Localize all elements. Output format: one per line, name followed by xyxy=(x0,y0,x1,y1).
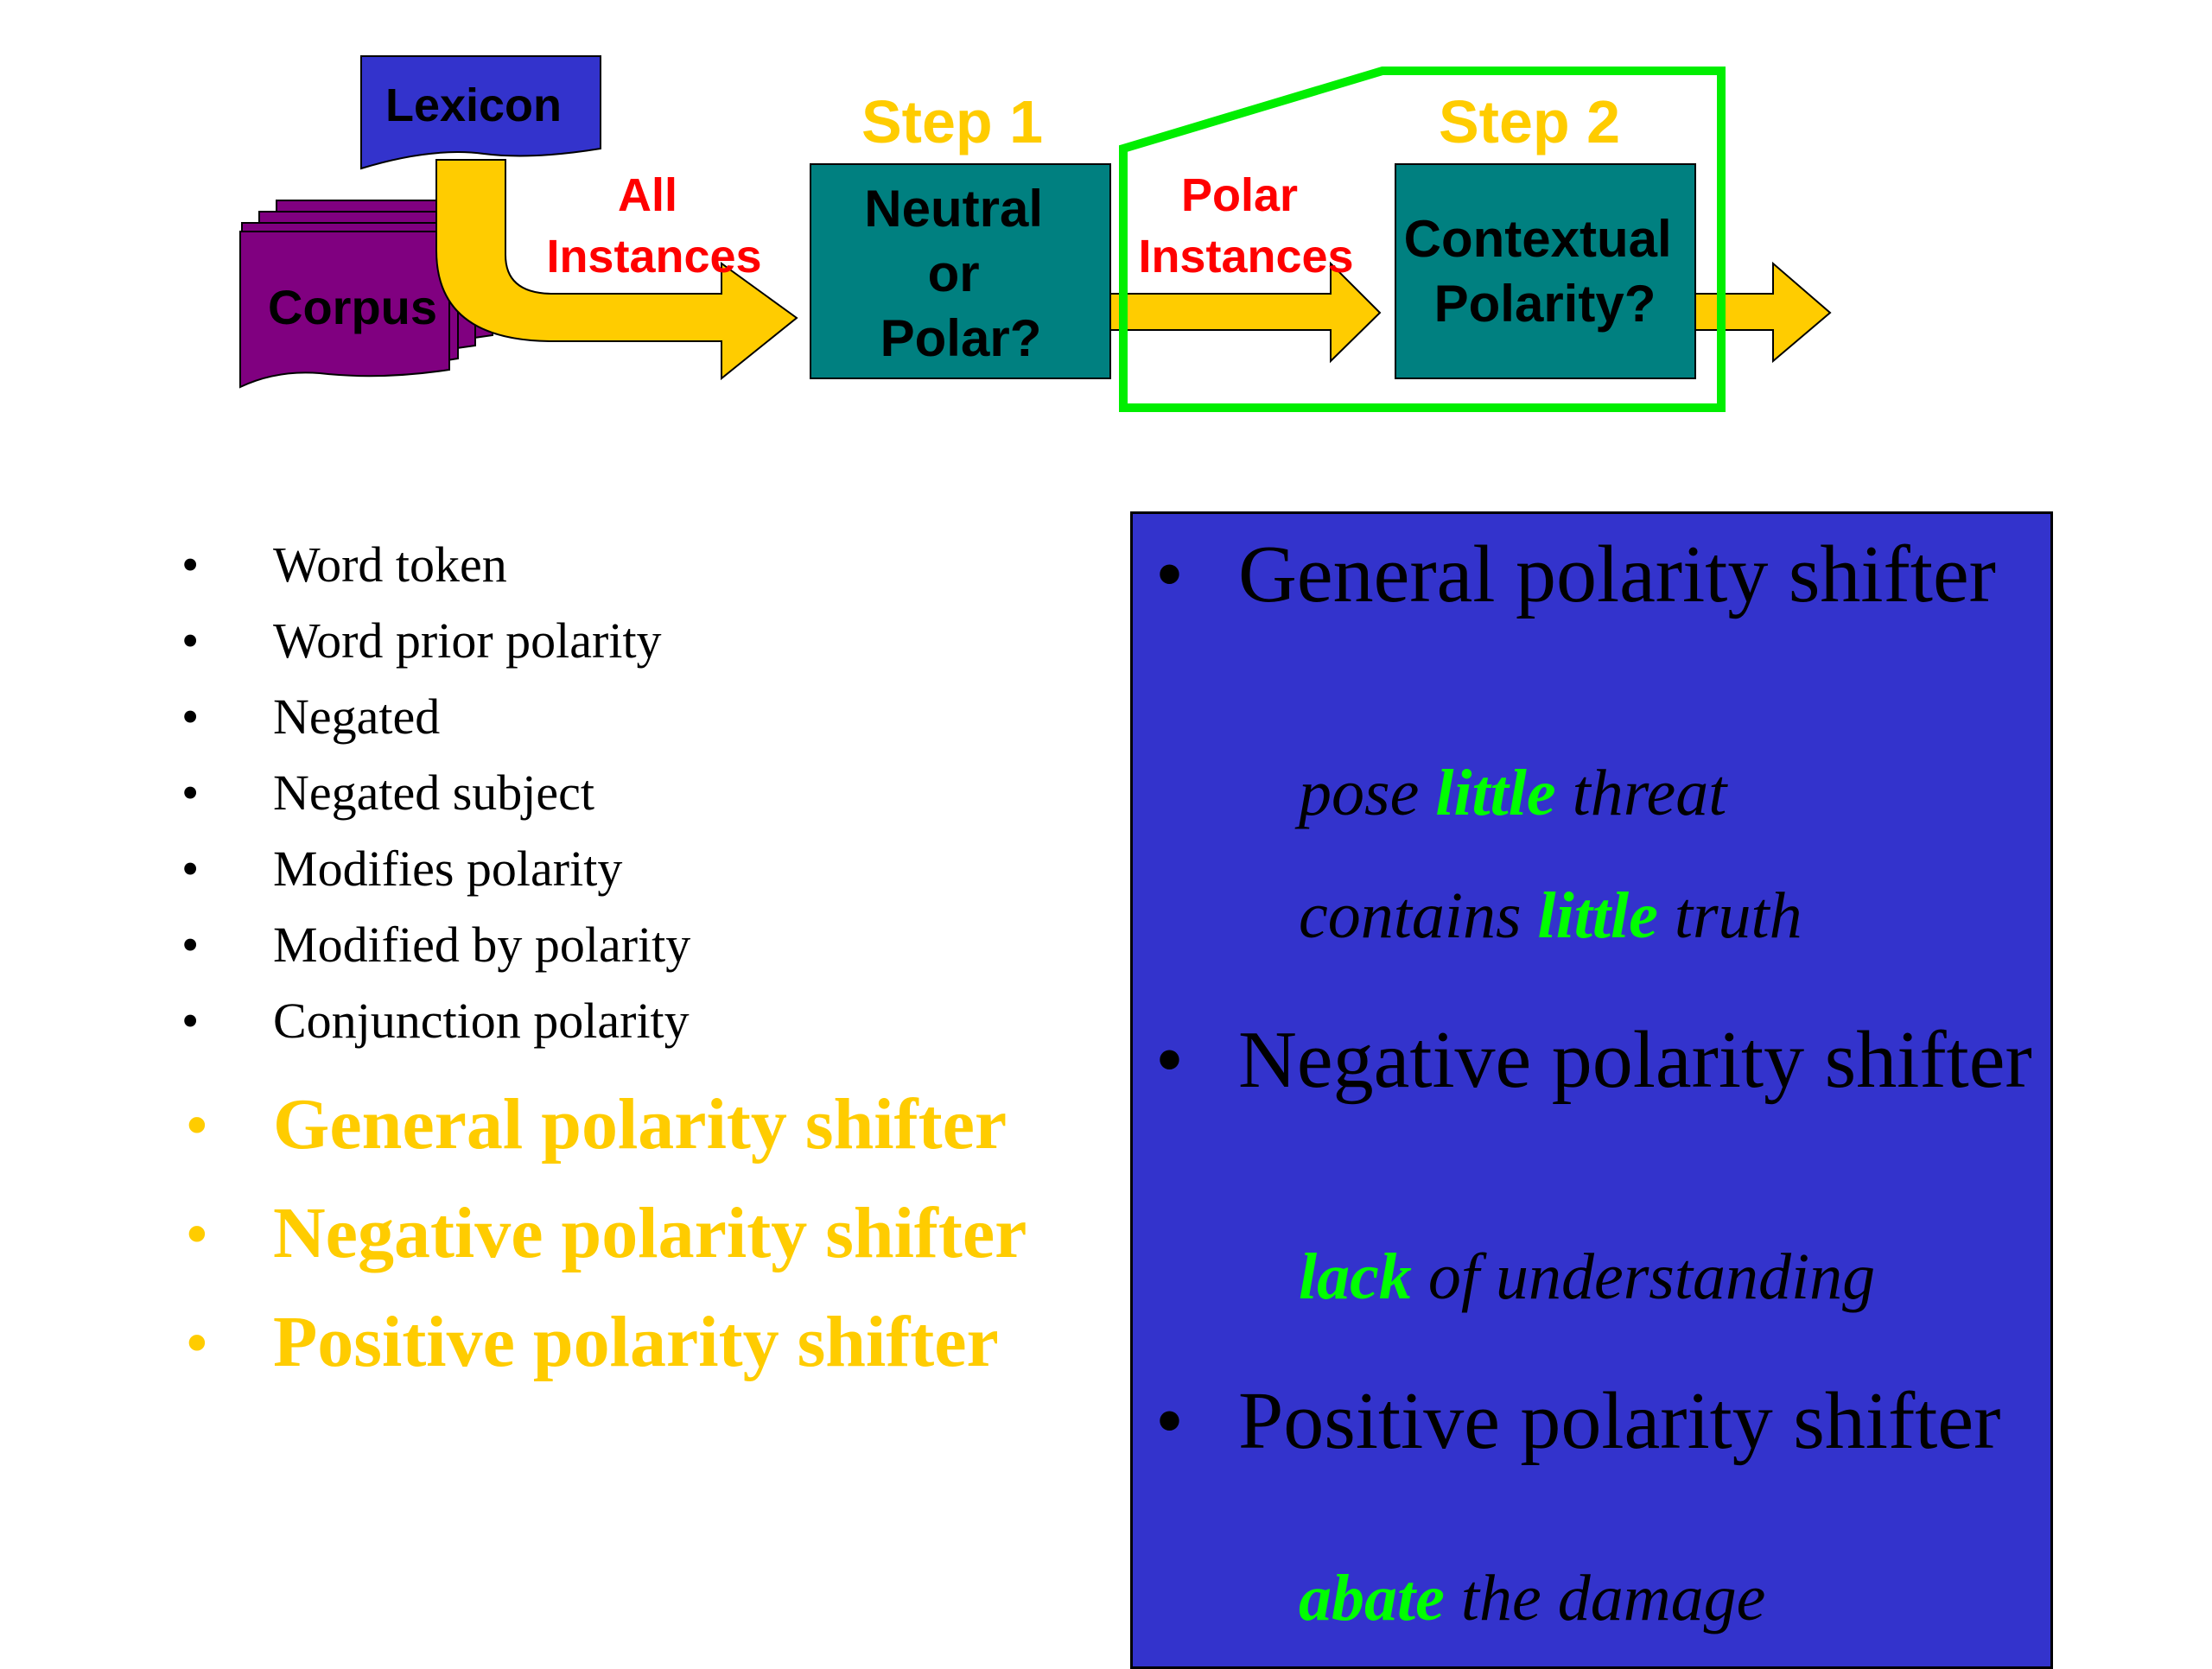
bullet: • xyxy=(1155,1015,1184,1105)
feature-item: • Positive polarity shifter xyxy=(181,1299,1046,1386)
feature-label: Conjunction polarity xyxy=(273,993,690,1049)
feature-item: • Modified by polarity xyxy=(181,907,1046,983)
step2-label: Step 2 xyxy=(1439,88,1620,155)
lexicon-node: Lexicon xyxy=(360,55,601,170)
shifter-heading: • Positive polarity shifter xyxy=(1133,1376,2050,1466)
feature-label: Negated xyxy=(273,689,441,745)
bullet: • xyxy=(187,1201,207,1266)
bullet: • xyxy=(1155,1376,1184,1466)
example-phrase: contains little truth xyxy=(1299,879,1802,954)
step1-box-label: Neutral or Polar? xyxy=(864,180,1057,367)
corpus-label: Corpus xyxy=(268,280,437,334)
shifter-heading-text: Negative polarity shifter xyxy=(1238,1015,2032,1105)
feature-item: • Modifies polarity xyxy=(181,831,1046,907)
example-key-word: abate xyxy=(1299,1562,1445,1634)
feature-label: Word token xyxy=(273,536,507,593)
feature-item: • Negative polarity shifter xyxy=(181,1190,1046,1277)
shifter-heading: • General polarity shifter xyxy=(1133,530,2050,619)
bullet: • xyxy=(181,536,200,593)
shifter-heading: • Negative polarity shifter xyxy=(1133,1015,2050,1105)
example-key-word: little xyxy=(1537,879,1658,952)
example-phrase: lack of understanding xyxy=(1299,1240,1875,1315)
polar-instances-label: Polar Instances xyxy=(1138,169,1353,282)
lexicon-label: Lexicon xyxy=(385,79,562,131)
feature-label: Positive polarity shifter xyxy=(273,1302,999,1382)
feature-label: Modifies polarity xyxy=(273,841,623,897)
bullet: • xyxy=(187,1092,207,1158)
pipeline-diagram: Corpus Lexicon All Instances Step 1 Neut… xyxy=(239,55,1832,412)
example-key-word: lack xyxy=(1299,1241,1412,1313)
shifter-heading-text: Positive polarity shifter xyxy=(1238,1376,2001,1466)
shifter-examples-panel: • General polarity shifter pose little t… xyxy=(1130,511,2053,1669)
example-post: truth xyxy=(1657,879,1802,952)
example-pre: contains xyxy=(1299,879,1538,952)
bullet: • xyxy=(187,1310,207,1375)
step2-box xyxy=(1395,163,1696,379)
feature-label: Negative polarity shifter xyxy=(273,1193,1027,1273)
bullet: • xyxy=(181,765,200,821)
shifter-heading-text: General polarity shifter xyxy=(1238,530,1996,619)
shifter-general: • General polarity shifter xyxy=(1133,530,2050,619)
shifter-positive: • Positive polarity shifter xyxy=(1133,1376,2050,1466)
step2-highlight-outline xyxy=(1119,67,1726,412)
feature-item: • Negated subject xyxy=(181,755,1046,831)
feature-list: •Word token•Word prior polarity•Negated•… xyxy=(181,527,1046,1408)
output-arrow xyxy=(1694,261,1832,364)
step1-box xyxy=(810,163,1111,379)
bullet: • xyxy=(1155,530,1184,619)
feature-item: • Negated xyxy=(181,679,1046,755)
feature-label: Negated subject xyxy=(273,765,595,821)
shifter-negative: • Negative polarity shifter xyxy=(1133,1015,2050,1105)
feature-label: Modified by polarity xyxy=(273,917,691,973)
step2-box-label: Contextual Polarity? xyxy=(1404,210,1687,333)
feature-item: • General polarity shifter xyxy=(181,1082,1046,1168)
feature-label: Word prior polarity xyxy=(273,612,662,669)
step1-label: Step 1 xyxy=(861,88,1043,155)
example-phrase: abate the damage xyxy=(1299,1561,1765,1636)
all-instances-arrow xyxy=(435,159,798,381)
feature-item: • Conjunction polarity xyxy=(181,983,1046,1059)
example-phrase: pose little threat xyxy=(1299,756,1726,831)
bullet: • xyxy=(181,993,200,1049)
example-post: the damage xyxy=(1444,1562,1766,1634)
feature-item: • Word token xyxy=(181,527,1046,603)
polar-instances-arrow xyxy=(1109,261,1382,364)
example-post: of understanding xyxy=(1411,1241,1876,1313)
example-post: threat xyxy=(1555,757,1727,829)
bullet: • xyxy=(181,612,200,669)
feature-label: General polarity shifter xyxy=(273,1084,1007,1164)
bullet: • xyxy=(181,917,200,973)
example-pre: pose xyxy=(1299,757,1436,829)
example-key-word: little xyxy=(1435,757,1556,829)
bullet: • xyxy=(181,841,200,897)
all-instances-label: All Instances xyxy=(546,169,761,282)
bullet: • xyxy=(181,689,200,745)
feature-item: • Word prior polarity xyxy=(181,603,1046,679)
corpus-node: Corpus xyxy=(239,200,493,389)
